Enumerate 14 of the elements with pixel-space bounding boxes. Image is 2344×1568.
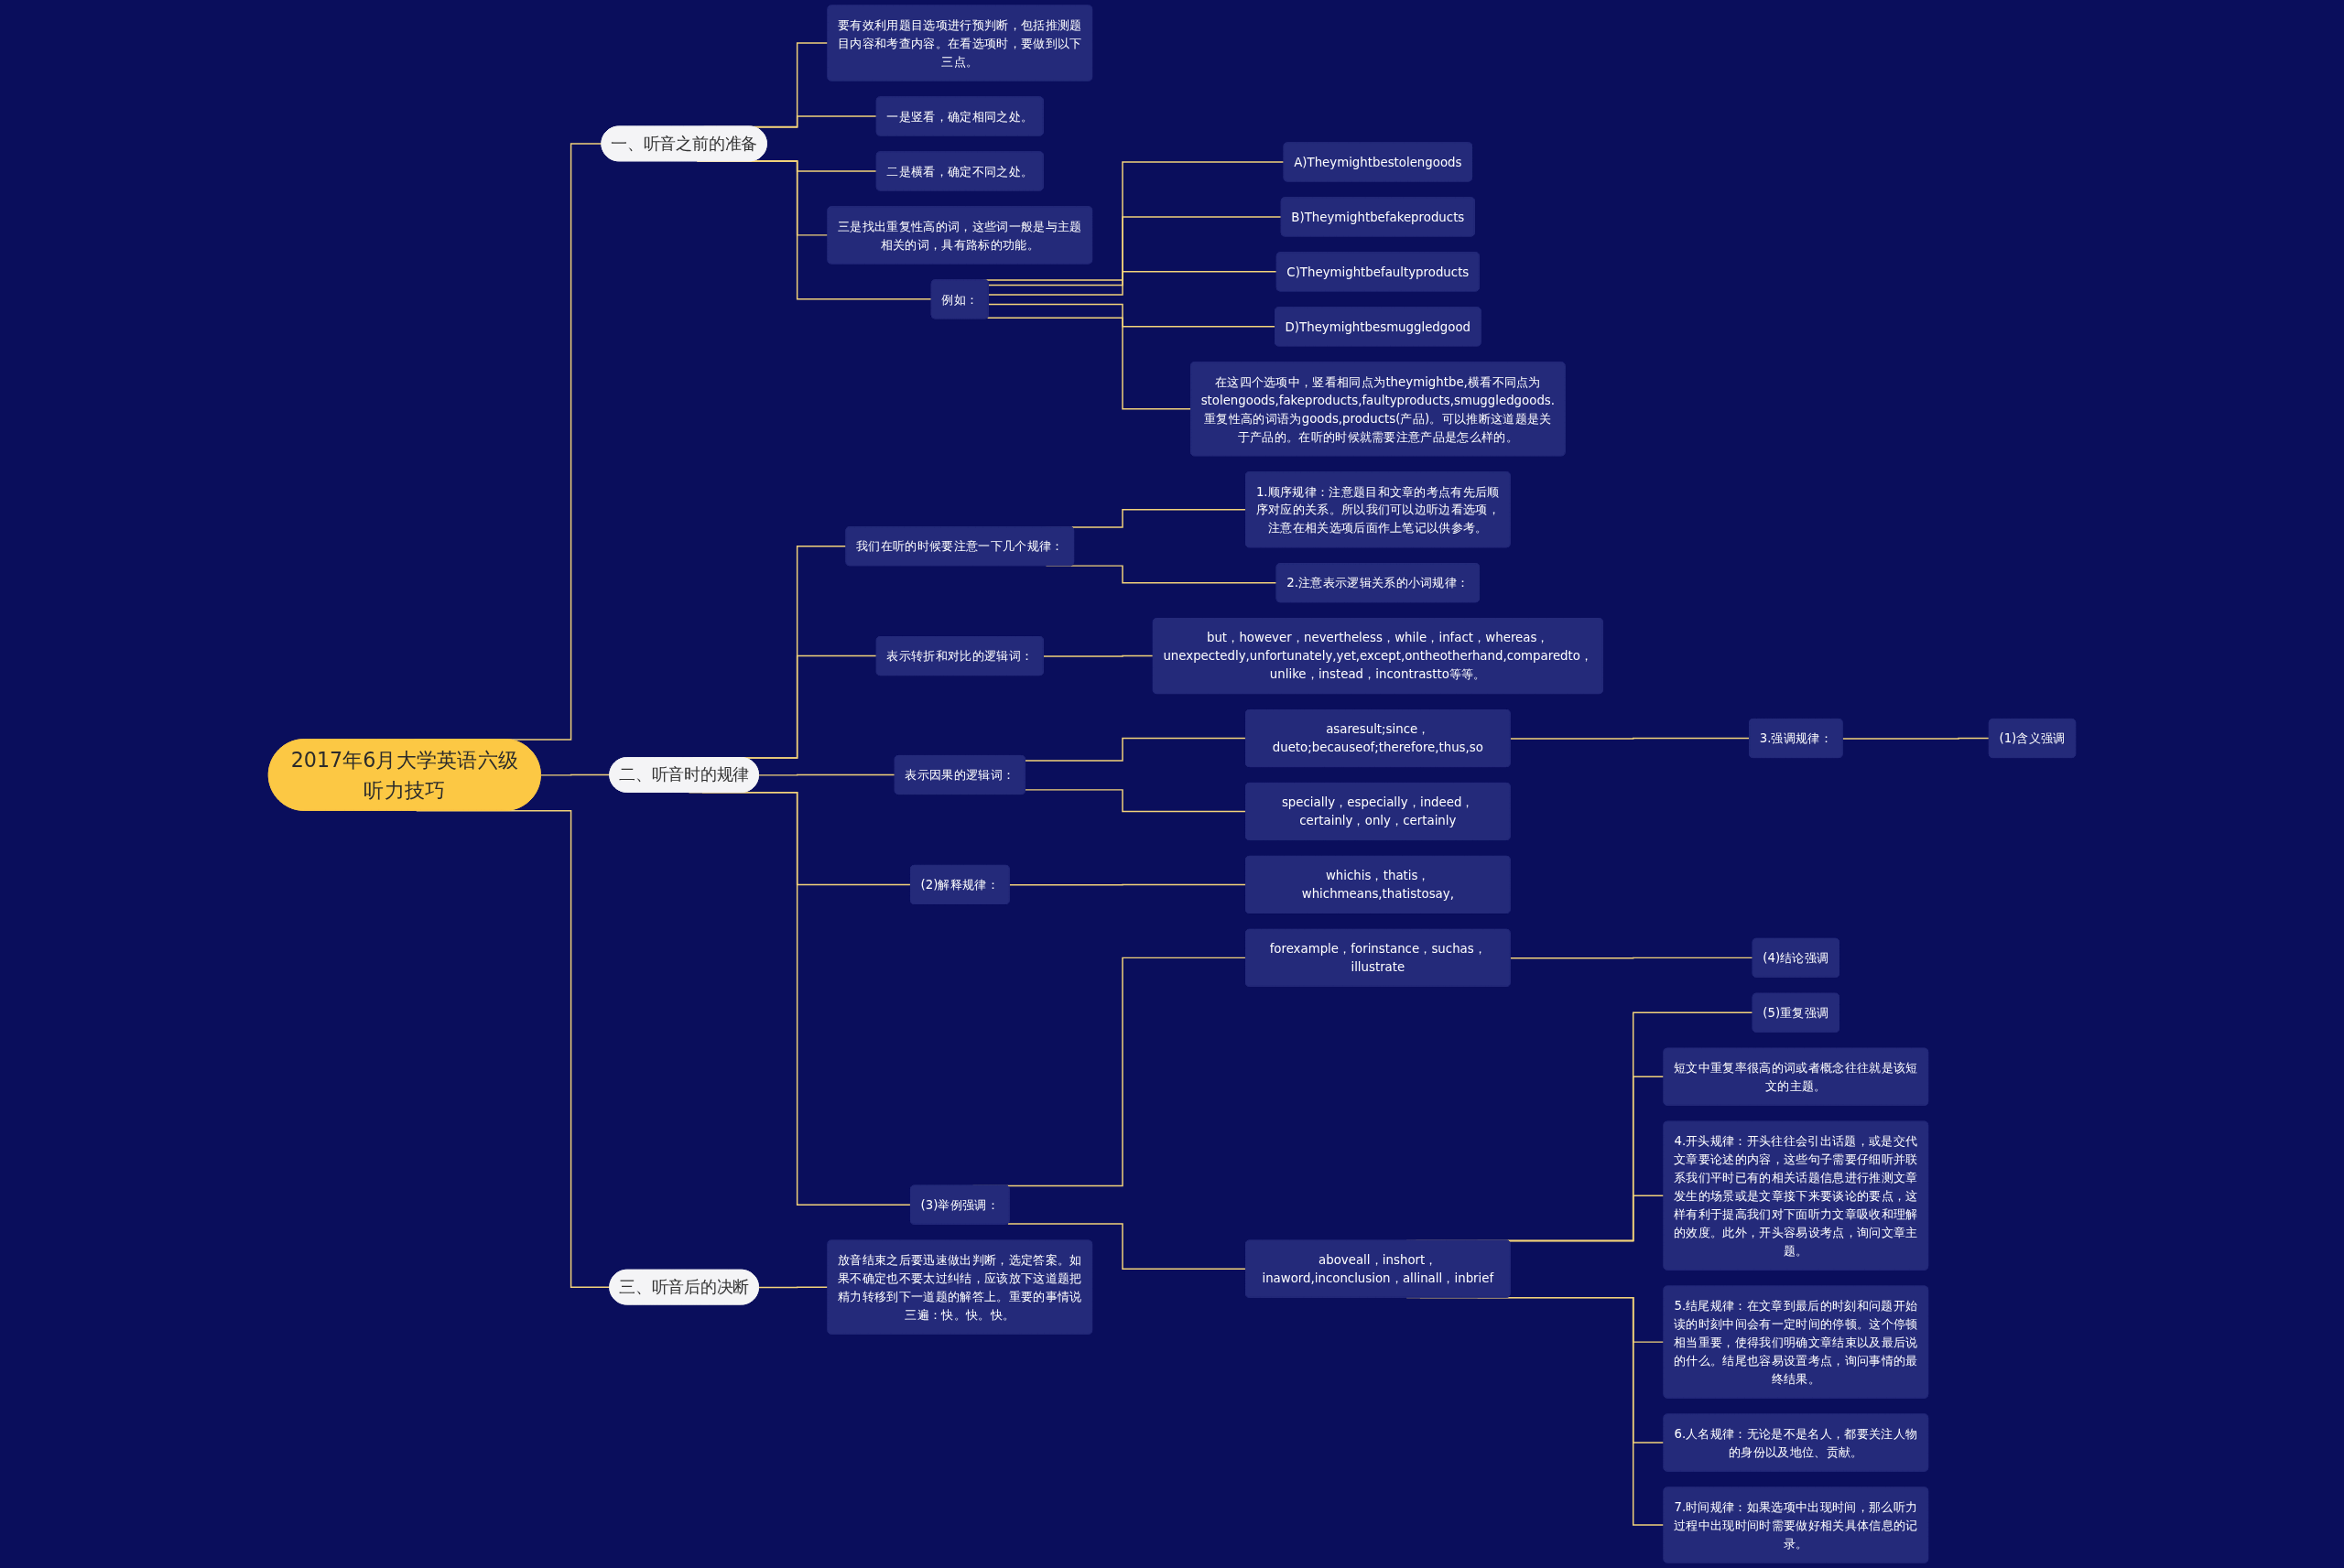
connector xyxy=(539,773,611,776)
connector xyxy=(1509,737,1751,740)
connector xyxy=(1025,789,1247,813)
connector xyxy=(988,303,1276,328)
connector xyxy=(1043,654,1155,657)
connector xyxy=(1509,957,1754,959)
connector xyxy=(1008,883,1247,886)
connector xyxy=(1025,737,1247,762)
connector xyxy=(1007,1223,1247,1271)
connector xyxy=(986,317,1192,410)
connector xyxy=(988,271,1278,296)
connector xyxy=(1841,737,1991,740)
connector xyxy=(988,216,1283,287)
connector xyxy=(758,773,896,776)
